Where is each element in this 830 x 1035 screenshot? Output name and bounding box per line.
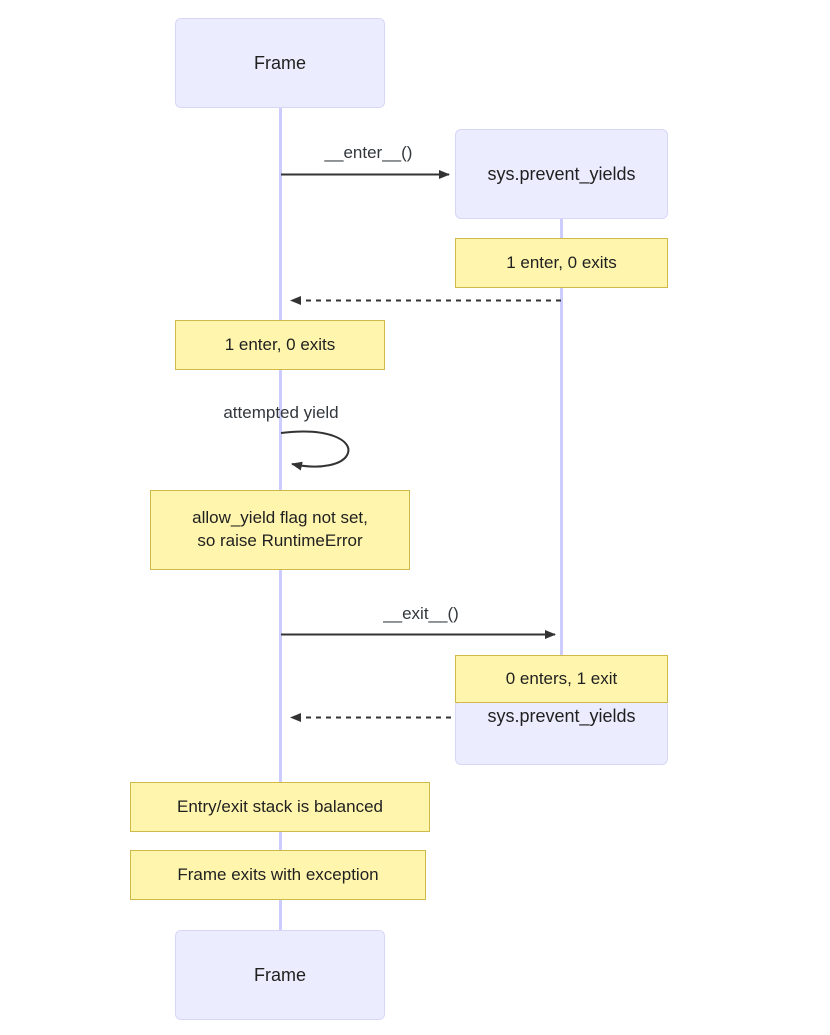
actor-label-frame-top: Frame — [253, 52, 306, 73]
message-label-exit: __exit__() — [383, 604, 459, 623]
actor-box-sys-top[interactable]: sys.prevent_yields — [455, 129, 668, 219]
note-sys-exit-count: 0 enters, 1 exit — [455, 655, 668, 703]
note-frame-enter-count: 1 enter, 0 exits — [175, 320, 385, 370]
actor-label-sys-top: sys.prevent_yields — [487, 163, 636, 184]
message-label-enter: __enter__() — [324, 143, 413, 162]
actor-label-sys-bottom: sys.prevent_yields — [487, 706, 636, 726]
note-frame-exits-exception: Frame exits with exception — [130, 850, 426, 900]
note-stack-balanced: Entry/exit stack is balanced — [130, 782, 430, 832]
actor-label-frame-bottom: Frame — [253, 964, 306, 985]
message-label-attempted-yield: attempted yield — [223, 403, 339, 422]
actor-box-sys-bottom[interactable]: sys.prevent_yields — [455, 700, 668, 765]
message-arrow-self-loop — [280, 430, 350, 471]
actor-box-frame-bottom[interactable]: Frame — [175, 930, 385, 1020]
note-sys-enter-count: 1 enter, 0 exits — [455, 238, 668, 288]
actor-box-frame-top[interactable]: Frame — [175, 18, 385, 108]
note-allow-yield-flag: allow_yield flag not set, so raise Runti… — [150, 490, 410, 570]
